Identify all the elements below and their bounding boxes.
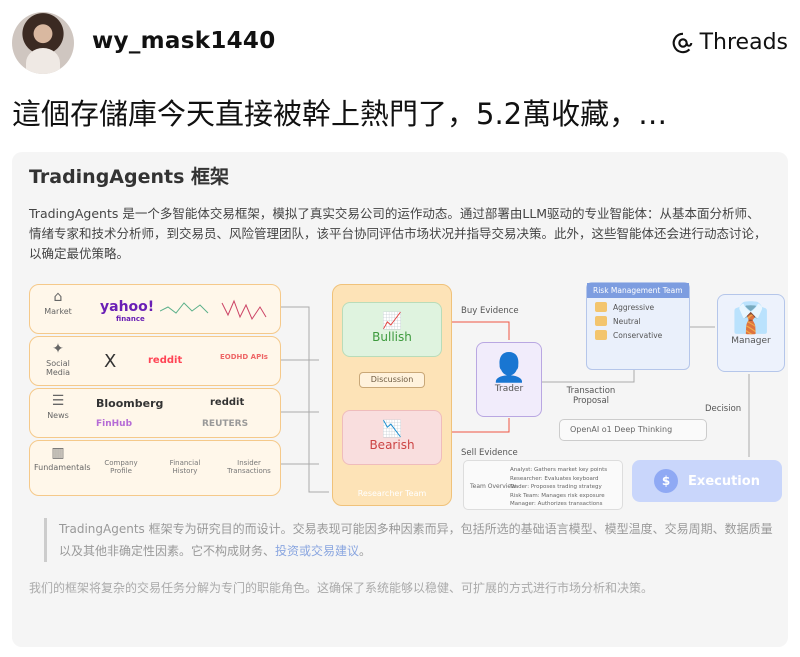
risk-item-aggressive: Aggressive: [587, 298, 689, 312]
disclaimer-text: TradingAgents 框架专为研究目的而设计。交易表现可能因多种因素而异，…: [59, 522, 773, 558]
team-overview-line: Trader: Proposes trading strategy: [510, 484, 602, 490]
post-text: 這個存儲庫今天直接被幹上熱門了，5.2萬收藏，…: [12, 97, 668, 131]
trend-down-icon: 📉: [382, 419, 402, 438]
reddit-logo: reddit: [210, 397, 245, 408]
risk-item-conservative: Conservative: [587, 326, 689, 340]
bullish-node: 📈Bullish: [342, 302, 442, 357]
twitter-bird-icon: ✦: [52, 341, 64, 357]
person-icon: [595, 330, 607, 340]
yahoo-finance-label: finance: [116, 315, 145, 323]
trend-up-icon: 📈: [382, 311, 402, 330]
post-image[interactable]: TradingAgents 框架 TradingAgents 是一个多智能体交易…: [12, 152, 788, 647]
manager-person-icon: 👔: [732, 301, 770, 336]
trader-person-icon: 👤: [491, 351, 527, 384]
manager-node: 👔Manager: [717, 294, 785, 372]
avatar[interactable]: [12, 12, 74, 74]
financial-history-label: Financial History: [169, 459, 201, 475]
dollar-icon: $: [654, 469, 679, 493]
team-overview-line: Manager: Authorizes transactions: [510, 501, 603, 507]
openai-badge: OpenAI o1 Deep Thinking: [559, 419, 707, 441]
risk-item-neutral: Neutral: [587, 312, 689, 326]
threads-brand[interactable]: Threads: [672, 30, 788, 55]
decision-label: Decision: [705, 404, 742, 414]
discussion-node: Discussion: [359, 372, 425, 388]
trader-node: 👤Trader: [476, 342, 542, 417]
execution-node: $Execution: [632, 460, 782, 502]
eodhd-logo: EODHD APIs: [220, 353, 268, 361]
team-overview: Team Overview Analyst: Gathers market ke…: [463, 460, 623, 510]
team-overview-line: Researcher: Evaluates keyboard: [510, 475, 599, 482]
footer-text: 我们的框架将复杂的交易任务分解为专门的职能角色。这确保了系统能够以稳健、可扩展的…: [29, 581, 654, 595]
source-social-media: ✦Social Media X reddit EODHD APIs: [29, 336, 281, 386]
brand-label: Threads: [699, 30, 788, 55]
architecture-diagram: ⌂Market yahoo! finance ✦Social Media X r…: [29, 282, 785, 512]
source-category: ⌂Market: [34, 289, 82, 331]
disclaimer: TradingAgents 框架专为研究目的而设计。交易表现可能因多种因素而异，…: [44, 518, 774, 562]
store-icon: ⌂: [53, 289, 63, 305]
news-icon: ☰: [51, 393, 65, 409]
bar-chart-icon: ▥: [51, 445, 65, 461]
insider-transactions-label: Insider Transactions: [227, 459, 271, 475]
team-overview-line: Analyst: Gathers market key points: [510, 467, 608, 473]
company-profile-label: Company Profile: [104, 459, 138, 475]
finhub-logo: FinHub: [96, 419, 133, 429]
source-category: ☰News: [34, 393, 82, 435]
reuters-logo: REUTERS: [202, 419, 249, 429]
buy-evidence-label: Buy Evidence: [461, 306, 519, 316]
team-overview-line: Risk Team: Manages risk exposure: [510, 492, 605, 499]
source-category: ✦Social Media: [34, 341, 82, 383]
transaction-proposal-label: Transaction Proposal: [566, 386, 616, 406]
fade-overlay: [12, 512, 788, 647]
source-category: ▥Fundamentals: [34, 445, 91, 472]
source-market: ⌂Market yahoo! finance: [29, 284, 281, 334]
disclaimer-link[interactable]: 投资或交易建议: [275, 544, 360, 558]
sell-evidence-label: Sell Evidence: [461, 448, 518, 458]
source-fundamentals: ▥Fundamentals Company Profile Financial …: [29, 440, 281, 496]
person-icon: [595, 316, 607, 326]
person-icon: [595, 302, 607, 312]
post-header: wy_mask1440 Threads: [0, 0, 800, 90]
bloomberg-logo: Bloomberg: [96, 397, 164, 410]
risk-management-team: Risk Management Team Aggressive Neutral …: [586, 282, 690, 370]
reddit-logo: reddit: [148, 355, 183, 366]
username[interactable]: wy_mask1440: [92, 28, 276, 54]
card-description: TradingAgents 是一个多智能体交易框架，模拟了真实交易公司的运作动态…: [29, 206, 767, 261]
bearish-node: 📉Bearish: [342, 410, 442, 465]
market-sparklines: [160, 299, 267, 321]
source-news: ☰News Bloomberg reddit FinHub REUTERS: [29, 388, 281, 438]
team-overview-label: Team Overview: [470, 483, 517, 490]
researcher-team-label: Researcher Team: [357, 489, 427, 498]
card-title: TradingAgents 框架: [29, 166, 230, 188]
disclaimer-end: 。: [359, 544, 372, 558]
x-logo: X: [104, 351, 117, 372]
yahoo-logo: yahoo!: [100, 299, 155, 315]
threads-at-icon: [672, 32, 692, 53]
risk-team-title: Risk Management Team: [587, 283, 689, 298]
